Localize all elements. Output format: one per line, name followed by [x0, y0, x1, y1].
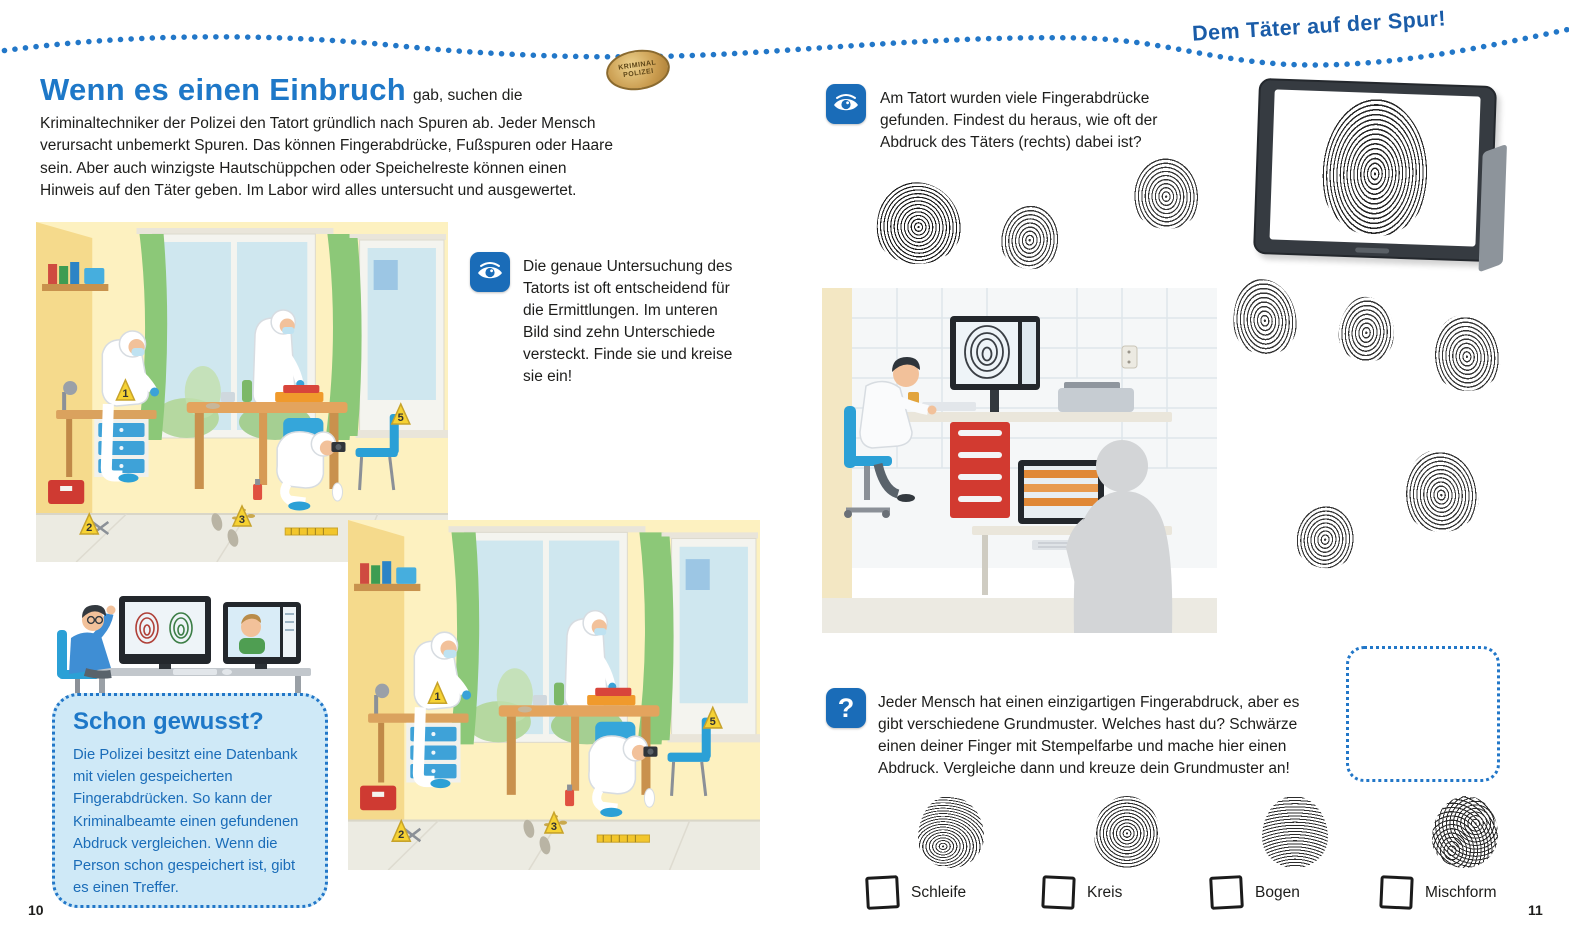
pattern-checkbox-schleife[interactable]: [865, 875, 900, 910]
schon-gewusst-box: Schon gewusst? Die Polizei besitzt eine …: [52, 693, 328, 908]
pattern-option-kreis: Kreis: [1041, 796, 1212, 910]
crime-scene-fingerprint: [1336, 295, 1397, 364]
pattern-label: Kreis: [1087, 883, 1123, 901]
pattern-option-bogen: Bogen: [1209, 796, 1380, 910]
page-number-right: 11: [1528, 902, 1543, 918]
pattern-checkbox-bogen[interactable]: [1209, 875, 1244, 910]
eye-glyph: [478, 262, 502, 279]
infobox-body: Die Polizei besitzt eine Datenbank mit v…: [73, 747, 299, 897]
fingerprint-pattern-mixed: [1432, 796, 1498, 868]
fingerprint-pattern-whorl: [1094, 796, 1160, 868]
task-differences-text: Die genaue Untersuchung des Tatorts ist …: [523, 258, 733, 385]
eye-icon-2: [826, 84, 866, 124]
pattern-checkbox-mischform[interactable]: [1379, 875, 1414, 910]
tablet-stand: [1478, 143, 1507, 273]
pattern-option-mischform: Mischform: [1379, 796, 1550, 910]
fingerprint-pattern-arch: [1262, 796, 1328, 868]
page-number-left: 10: [28, 902, 44, 918]
intro-body-text: gab, suchen die Kriminaltechniker der Po…: [40, 87, 613, 200]
crime-scene-fingerprint: [1429, 311, 1504, 395]
pattern-checkbox-kreis[interactable]: [1041, 875, 1076, 910]
fingerprint-pattern-loop: [918, 796, 984, 868]
task-fingerprints-text: Am Tatort wurden viele Fingerabdrücke ge…: [880, 90, 1158, 151]
page-heading: Wenn es einen Einbruch: [40, 72, 407, 107]
crime-scene-illustration-2: [348, 520, 760, 870]
database-computer-illustration: [55, 572, 315, 702]
pattern-label: Mischform: [1425, 883, 1497, 901]
question-glyph: ?: [837, 692, 855, 723]
dotted-wave-divider: [0, 26, 1569, 68]
infobox-title: Schon gewusst?: [73, 708, 264, 735]
tablet-screen: [1269, 89, 1481, 247]
crime-scene-illustration-1: [36, 222, 448, 562]
task-pattern-text: Jeder Mensch hat einen einzigartigen Fin…: [878, 694, 1300, 777]
own-fingerprint-box: [1346, 646, 1500, 782]
pattern-option-schleife: Schleife: [865, 796, 1036, 910]
crime-scene-fingerprint: [1131, 155, 1201, 231]
eye-icon: [470, 252, 510, 292]
crime-scene-fingerprint: [1401, 447, 1481, 535]
crime-scene-fingerprint: [870, 176, 966, 270]
forensic-lab-illustration: [822, 288, 1217, 633]
tablet-home-bar: [1355, 247, 1390, 254]
pattern-label: Schleife: [911, 883, 967, 901]
crime-scene-fingerprint: [998, 202, 1062, 272]
tablet: [1253, 77, 1507, 273]
crime-scene-fingerprint: [1292, 502, 1359, 571]
eye-glyph: [834, 94, 858, 111]
pattern-label: Bogen: [1255, 883, 1300, 901]
question-icon: ?: [826, 688, 866, 728]
suspect-fingerprint: [1319, 96, 1431, 238]
crime-scene-fingerprint: [1229, 276, 1300, 358]
